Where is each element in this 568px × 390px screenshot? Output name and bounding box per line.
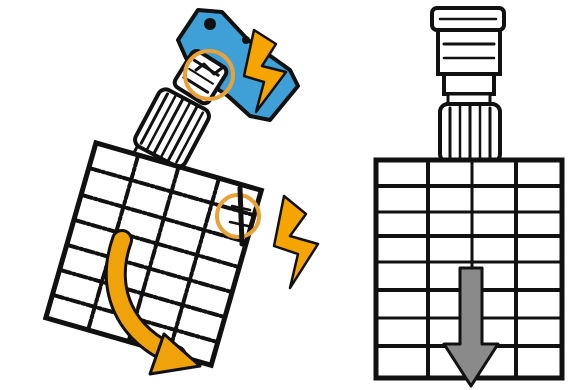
right-scene (373, 6, 565, 388)
left-scene (42, 8, 320, 376)
lightning-icon (242, 28, 288, 114)
downward-arrow-icon (442, 266, 500, 388)
tilted-panel (42, 139, 265, 369)
mount-head (430, 6, 506, 106)
broken-joint-circle (183, 49, 235, 101)
bracket-hole (242, 36, 250, 44)
curved-rotation-arrow (104, 229, 202, 376)
lightning-icon (272, 194, 320, 290)
bracket-hole (204, 18, 216, 30)
